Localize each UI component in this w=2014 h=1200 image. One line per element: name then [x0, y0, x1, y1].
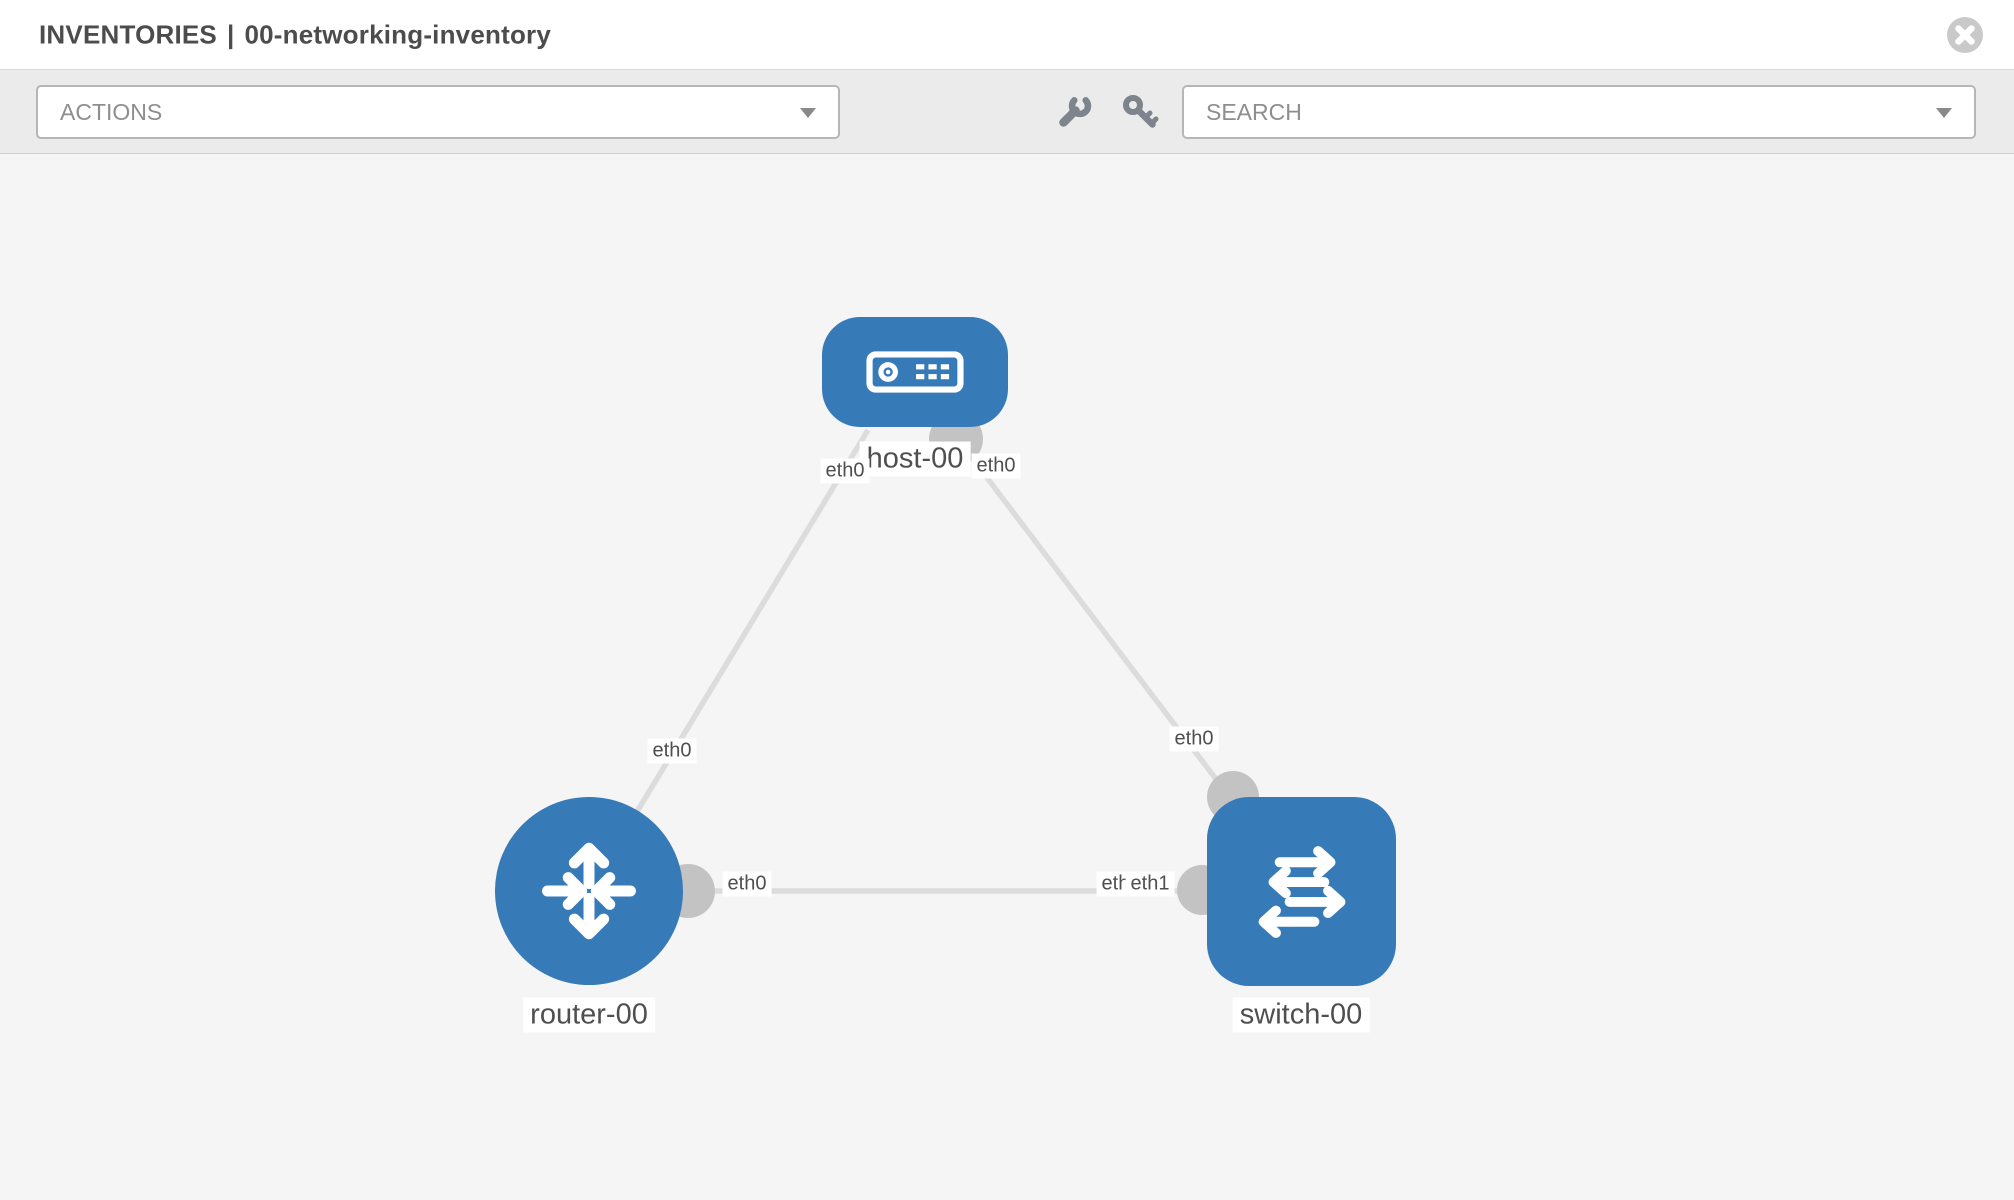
node-label-switch: switch-00: [1232, 997, 1370, 1033]
search-dropdown-label: SEARCH: [1206, 98, 1302, 125]
node-router-00[interactable]: [495, 797, 683, 985]
host-icon: [866, 351, 964, 393]
if-label-switch-eth1: eth1: [1125, 871, 1175, 897]
if-label-host-eth0-left: eth0: [820, 458, 870, 484]
if-label-switch-eth0-upper: eth0: [1169, 726, 1219, 752]
node-label-router: router-00: [523, 997, 655, 1033]
if-label-host-eth0-right: eth0: [971, 453, 1021, 479]
page-title: INVENTORIES | 00-networking-inventory: [39, 19, 551, 50]
switch-icon: [1258, 845, 1345, 938]
key-icon: [1123, 95, 1159, 128]
inventory-name: 00-networking-inventory: [244, 19, 552, 49]
links-layer: [586, 412, 1304, 918]
close-icon: [1947, 17, 1983, 53]
search-dropdown[interactable]: SEARCH: [1182, 85, 1976, 139]
toolbar: ACTIONS SEARCH: [0, 70, 2014, 154]
title-prefix: INVENTORIES: [39, 19, 217, 49]
chevron-down-icon: [800, 108, 816, 118]
configure-button[interactable]: [1054, 92, 1094, 132]
actions-dropdown-label: ACTIONS: [60, 98, 163, 125]
header-bar: INVENTORIES | 00-networking-inventory: [0, 0, 2014, 70]
chevron-down-icon: [1936, 108, 1952, 118]
node-switch-00[interactable]: [1207, 797, 1396, 986]
title-separator: |: [226, 19, 235, 49]
actions-dropdown[interactable]: ACTIONS: [36, 85, 840, 139]
node-host-00[interactable]: [822, 317, 1008, 427]
close-button[interactable]: [1946, 16, 1984, 54]
node-label-host: host-00: [859, 441, 971, 477]
credentials-button[interactable]: [1120, 92, 1160, 132]
if-label-router-eth0-upper: eth0: [647, 738, 697, 764]
topology-canvas[interactable]: host-00 router-00 switch-00 eth0 eth0 et…: [0, 154, 2014, 1200]
router-icon: [542, 842, 636, 940]
wrench-icon: [1059, 97, 1092, 127]
if-label-router-eth0-mid: eth0: [722, 871, 772, 897]
